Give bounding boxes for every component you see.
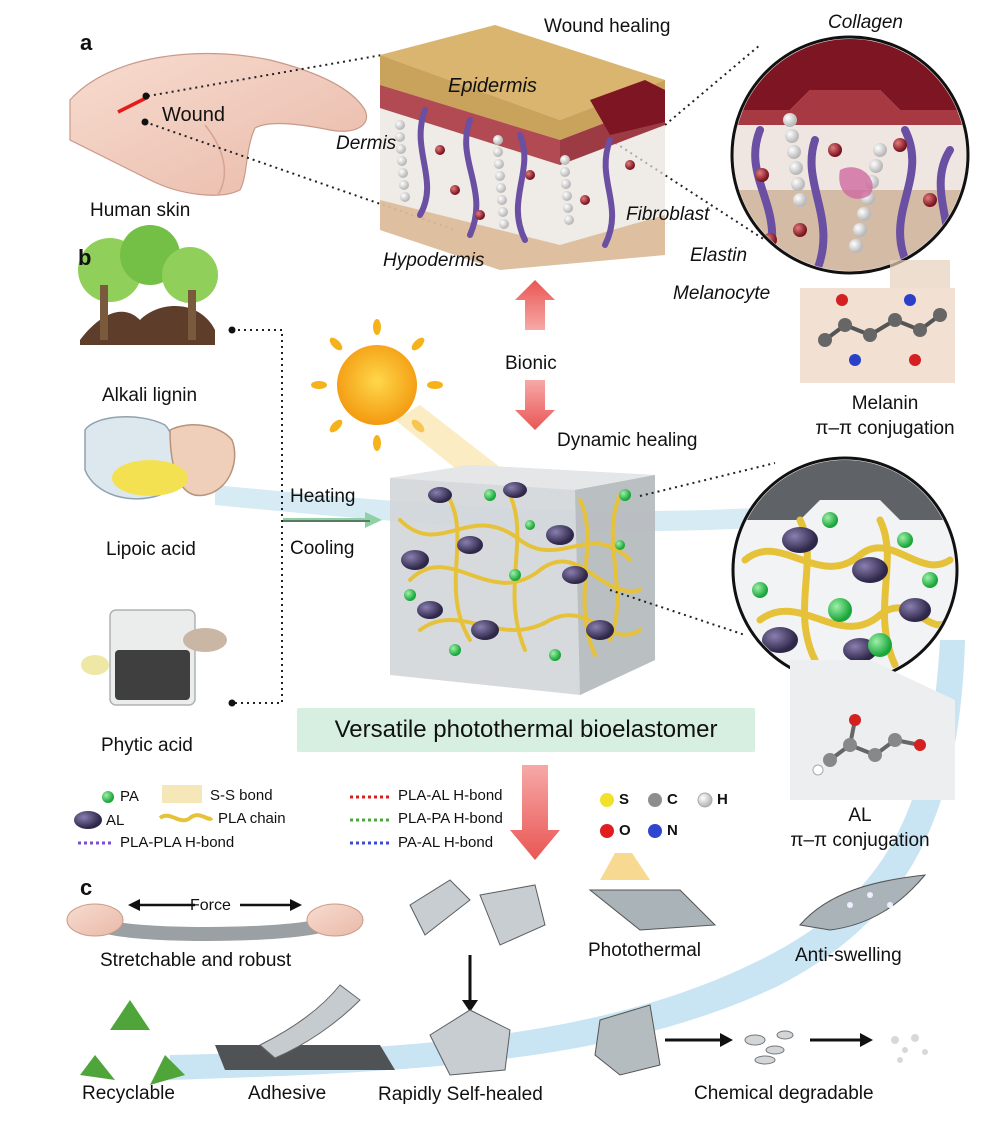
title-versatile-photothermal-bioelastomer: Versatile photothermal bioelastomer — [297, 708, 755, 752]
tree-icon — [78, 225, 218, 345]
legend-ss-bond: S-S bond — [210, 787, 273, 804]
heating-arrow — [283, 512, 382, 528]
panel-label-a: a — [80, 30, 93, 55]
label-dynamic-healing: Dynamic healing — [557, 430, 698, 451]
label-wound-healing: Wound healing — [544, 16, 671, 37]
label-human-skin: Human skin — [90, 200, 191, 221]
label-melanin-conj: π–π conjugation — [815, 418, 955, 439]
panel-label-b: b — [78, 245, 92, 270]
degradable-icon — [594, 1004, 928, 1076]
label-bionic: Bionic — [505, 353, 557, 374]
label-epidermis: Epidermis — [448, 75, 537, 97]
label-anti-swelling: Anti-swelling — [795, 945, 902, 966]
sun-icon — [311, 319, 510, 480]
legend-glyphs — [74, 785, 713, 845]
label-wound: Wound — [162, 104, 226, 126]
label-melanin: Melanin — [851, 393, 919, 414]
hand-icon — [69, 52, 368, 196]
al-particles — [401, 482, 614, 640]
label-dermis: Dermis — [336, 133, 397, 154]
jar-icon — [81, 609, 227, 706]
al-molecule-icon — [790, 660, 955, 800]
legend-pla-al: PLA-AL H-bond — [398, 787, 503, 804]
legend-s: S — [619, 791, 630, 808]
legend-h: H — [717, 791, 728, 808]
label-hypodermis: Hypodermis — [383, 250, 485, 271]
label-self-healed: Rapidly Self-healed — [378, 1084, 543, 1105]
label-phytic-acid: Phytic acid — [101, 735, 193, 756]
label-fibroblast: Fibroblast — [626, 204, 710, 225]
process-arrow — [510, 765, 560, 860]
legend-pla-chain: PLA chain — [218, 810, 286, 827]
label-elastin: Elastin — [690, 245, 748, 266]
legend-al: AL — [106, 812, 125, 829]
panel-label-c: c — [80, 875, 93, 900]
label-cooling: Cooling — [290, 538, 355, 559]
legend-n: N — [667, 822, 678, 839]
broken-pieces-icon — [409, 879, 546, 1076]
label-melanocyte: Melanocyte — [673, 283, 771, 304]
label-collagen: Collagen — [828, 12, 903, 33]
label-lipoic-acid: Lipoic acid — [106, 539, 196, 560]
legend-c: C — [667, 791, 678, 808]
photothermal-icon — [588, 853, 717, 931]
label-recyclable: Recyclable — [82, 1083, 175, 1104]
skin-zoom-circle — [730, 35, 970, 275]
label-heating: Heating — [290, 486, 356, 507]
elastin-beads — [435, 145, 635, 220]
skin-fibers — [417, 107, 616, 248]
label-stretchable: Stretchable and robust — [100, 950, 292, 971]
label-force: Force — [190, 897, 231, 914]
legend-pa-al: PA-AL H-bond — [398, 834, 494, 851]
label-alkali-lignin: Alkali lignin — [102, 385, 198, 406]
label-al-conj: π–π conjugation — [790, 830, 930, 851]
legend-pa: PA — [120, 788, 139, 805]
legend-o: O — [619, 822, 631, 839]
cell-icon — [84, 416, 236, 500]
recycle-icon — [80, 1000, 185, 1085]
bionic-arrow — [515, 280, 555, 430]
melanin-molecule-icon — [800, 260, 955, 383]
label-degradable: Chemical degradable — [694, 1083, 874, 1104]
label-adhesive: Adhesive — [248, 1083, 327, 1104]
anti-swelling-icon — [799, 874, 927, 931]
collagen-chains — [395, 120, 574, 229]
pa-particles — [404, 489, 631, 661]
label-al: AL — [848, 805, 872, 826]
flow-ribbon-lower — [170, 640, 965, 1080]
legend-pla-pa: PLA-PA H-bond — [398, 810, 503, 827]
stretch-icon — [66, 899, 364, 941]
adhesive-icon — [215, 984, 395, 1070]
elastomer-zoom-circle — [731, 456, 959, 684]
legend-pla-pla: PLA-PLA H-bond — [120, 834, 235, 851]
label-photothermal: Photothermal — [588, 940, 702, 961]
